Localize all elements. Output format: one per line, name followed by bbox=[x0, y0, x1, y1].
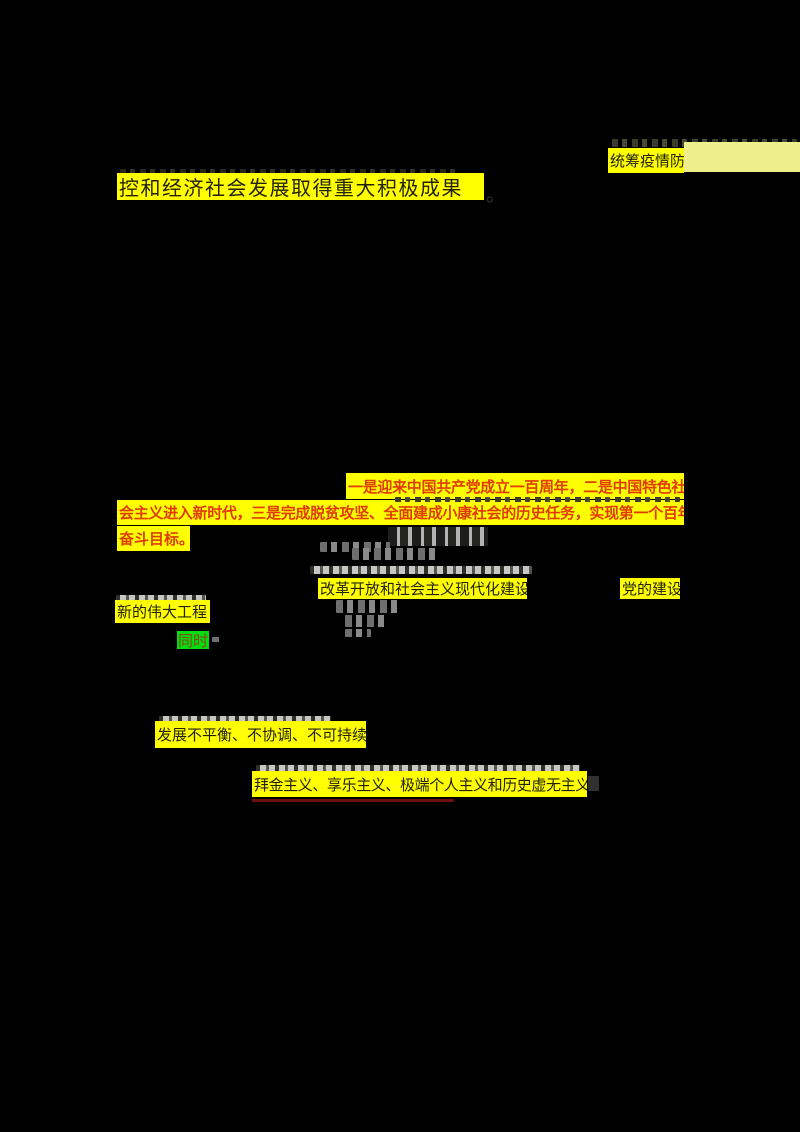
epidemic-period-text: 。 bbox=[486, 184, 506, 206]
centenary-line3-text: 奋斗目标。 bbox=[119, 532, 190, 548]
centenary-line2-text: 会主义进入新时代，三是完成脱贫攻坚、全面建成小康社会的历史任务，实现第一个百年 bbox=[119, 506, 684, 522]
text-smudge bbox=[352, 548, 437, 560]
partial-character bbox=[588, 776, 599, 791]
highlight-great-project: 新的伟大工程 bbox=[115, 600, 210, 623]
great-project-text: 新的伟大工程 bbox=[117, 605, 208, 621]
red-underline bbox=[252, 799, 454, 802]
text-smudge bbox=[320, 542, 390, 552]
highlight-meanwhile: 同时 bbox=[177, 631, 209, 649]
highlight-isms: 拜金主义、享乐主义、极端个人主义和历史虚无主义 bbox=[252, 771, 587, 797]
gray-selection-block bbox=[388, 527, 488, 546]
highlight-epidemic-rest: 控和经济社会发展取得重大积极成果 bbox=[117, 173, 484, 200]
highlight-epidemic-lead: 统筹疫情防 bbox=[608, 148, 684, 173]
reform-text: 改革开放和社会主义现代化建设 bbox=[320, 582, 527, 598]
highlight-development-issues: 发展不平衡、不协调、不可持续 bbox=[155, 721, 366, 748]
highlight-edge-band bbox=[116, 595, 206, 601]
text-smudge bbox=[212, 637, 223, 642]
epidemic-rest-text: 控和经济社会发展取得重大积极成果 bbox=[119, 178, 463, 200]
text-smudge bbox=[395, 497, 680, 502]
pale-highlight-block bbox=[684, 142, 800, 172]
highlight-party-building: 党的建设 bbox=[620, 578, 680, 599]
centenary-line1-text: 一是迎来中国共产党成立一百周年，二是中国特色社 bbox=[348, 479, 684, 496]
isms-text: 拜金主义、享乐主义、极端个人主义和历史虚无主义 bbox=[254, 777, 587, 794]
text-smudge bbox=[120, 169, 460, 174]
development-issues-text: 发展不平衡、不协调、不可持续 bbox=[157, 728, 366, 744]
highlight-edge-band bbox=[310, 566, 532, 574]
text-smudge bbox=[336, 600, 398, 613]
highlight-edge-band bbox=[256, 765, 580, 772]
highlight-edge-band bbox=[159, 716, 331, 723]
highlight-centenary-line3: 奋斗目标。 bbox=[117, 526, 190, 551]
epidemic-lead-text: 统筹疫情防 bbox=[610, 154, 684, 170]
party-building-text: 党的建设 bbox=[622, 582, 680, 598]
text-smudge bbox=[345, 629, 371, 637]
highlight-centenary-line1: 一是迎来中国共产党成立一百周年，二是中国特色社 bbox=[346, 473, 684, 499]
highlight-centenary-line2: 会主义进入新时代，三是完成脱贫攻坚、全面建成小康社会的历史任务，实现第一个百年 bbox=[117, 500, 684, 525]
meanwhile-text: 同时 bbox=[178, 633, 209, 650]
highlight-reform: 改革开放和社会主义现代化建设 bbox=[318, 578, 527, 599]
text-smudge bbox=[345, 615, 389, 627]
